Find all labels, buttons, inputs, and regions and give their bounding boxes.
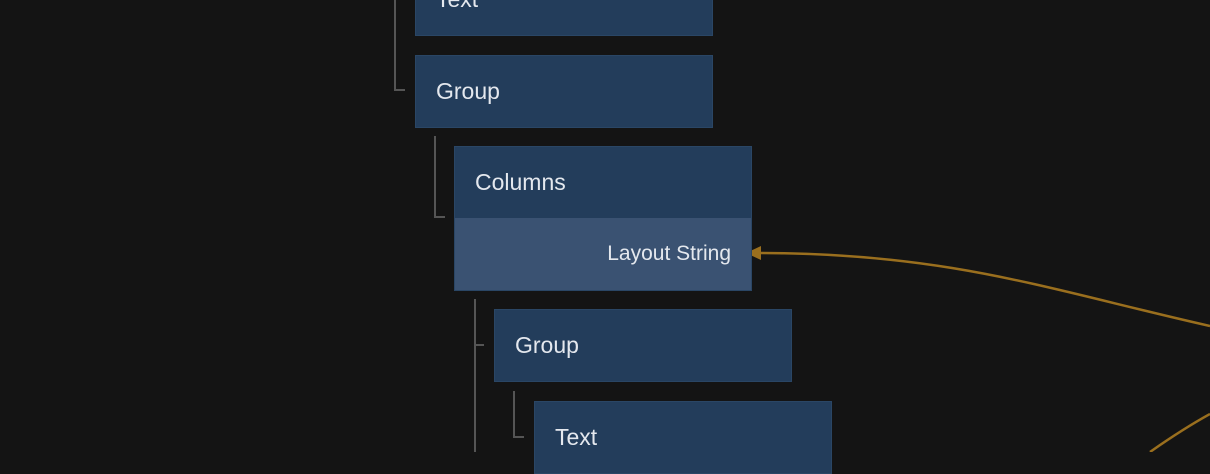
tree-line bbox=[394, 0, 405, 91]
port-layout-string[interactable]: Layout String bbox=[455, 218, 751, 290]
connections-layer bbox=[394, 0, 1210, 452]
node-title: Text bbox=[555, 424, 598, 450]
node-group[interactable]: Group bbox=[415, 55, 713, 128]
arrow-head-icon bbox=[746, 246, 761, 260]
node-title: Columns bbox=[475, 169, 566, 195]
node-title: Text bbox=[416, 0, 712, 35]
connection-wire[interactable] bbox=[757, 251, 1210, 328]
node-columns[interactable]: Columns Layout String bbox=[454, 146, 752, 291]
tree-line bbox=[513, 391, 524, 438]
node-text[interactable]: Text bbox=[534, 401, 832, 474]
tree-line bbox=[474, 299, 484, 452]
tree-line bbox=[434, 136, 445, 218]
node-group[interactable]: Group bbox=[494, 309, 792, 382]
connection-wire[interactable] bbox=[1149, 412, 1210, 452]
node-title: Group bbox=[436, 78, 500, 104]
node-text[interactable]: Text bbox=[415, 0, 713, 36]
node-title: Group bbox=[515, 332, 579, 358]
